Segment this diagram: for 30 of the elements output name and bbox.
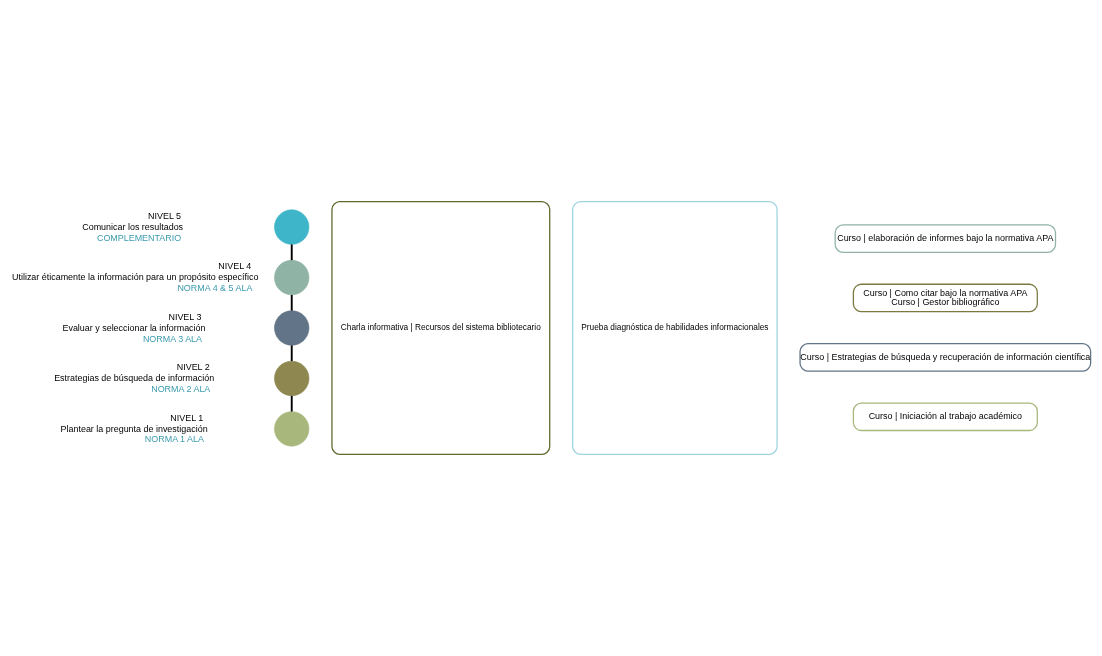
node-circle <box>274 411 310 447</box>
node-label: Evaluar y seleccionar la información <box>62 322 206 333</box>
node-label: NORMA 4 & 5 ALA <box>177 283 253 294</box>
node-box: Curso | Como citar bajo la normativa APA Curso | Gestor bibliográfico <box>852 283 1038 313</box>
node-circle <box>274 209 310 245</box>
node-box: Charla informativa | Recursos del sistema bibliotecario <box>331 200 551 456</box>
node-box: Curso | Estrategias de búsqueda y recuperación de información científica <box>799 343 1092 372</box>
node-box: Curso | elaboración de informes bajo la normativa APA <box>834 224 1057 253</box>
node-circle <box>274 360 310 396</box>
node-label: NIVEL 2 <box>176 362 210 373</box>
node-label: NIVEL 5 <box>148 210 181 221</box>
node-circle <box>274 260 310 296</box>
connector <box>290 243 293 262</box>
node-label: NIVEL 4 <box>218 261 252 272</box>
connector <box>290 394 293 413</box>
node-label: Estrategias de búsqueda de información <box>54 373 215 384</box>
node-label: NIVEL 3 <box>168 311 202 322</box>
node-circle <box>274 310 310 346</box>
node-label: Comunicar los resultados <box>82 221 184 232</box>
node-box: Curso | Iniciación al trabajo académico <box>852 402 1038 432</box>
connector <box>290 344 293 363</box>
node-box: Prueba diagnóstica de habilidades informacionales <box>572 200 778 456</box>
connector <box>290 293 293 312</box>
node-label: NORMA 2 ALA <box>151 383 211 394</box>
node-label: NORMA 1 ALA <box>144 434 204 445</box>
node-label: Plantear la pregunta de investigación <box>60 423 208 434</box>
node-label: NIVEL 1 <box>170 412 204 423</box>
node-label: NORMA 3 ALA <box>142 333 203 344</box>
node-label: Utilizar éticamente la información para un propósito específico <box>12 272 259 283</box>
node-label: COMPLEMENTARIO <box>96 232 182 243</box>
